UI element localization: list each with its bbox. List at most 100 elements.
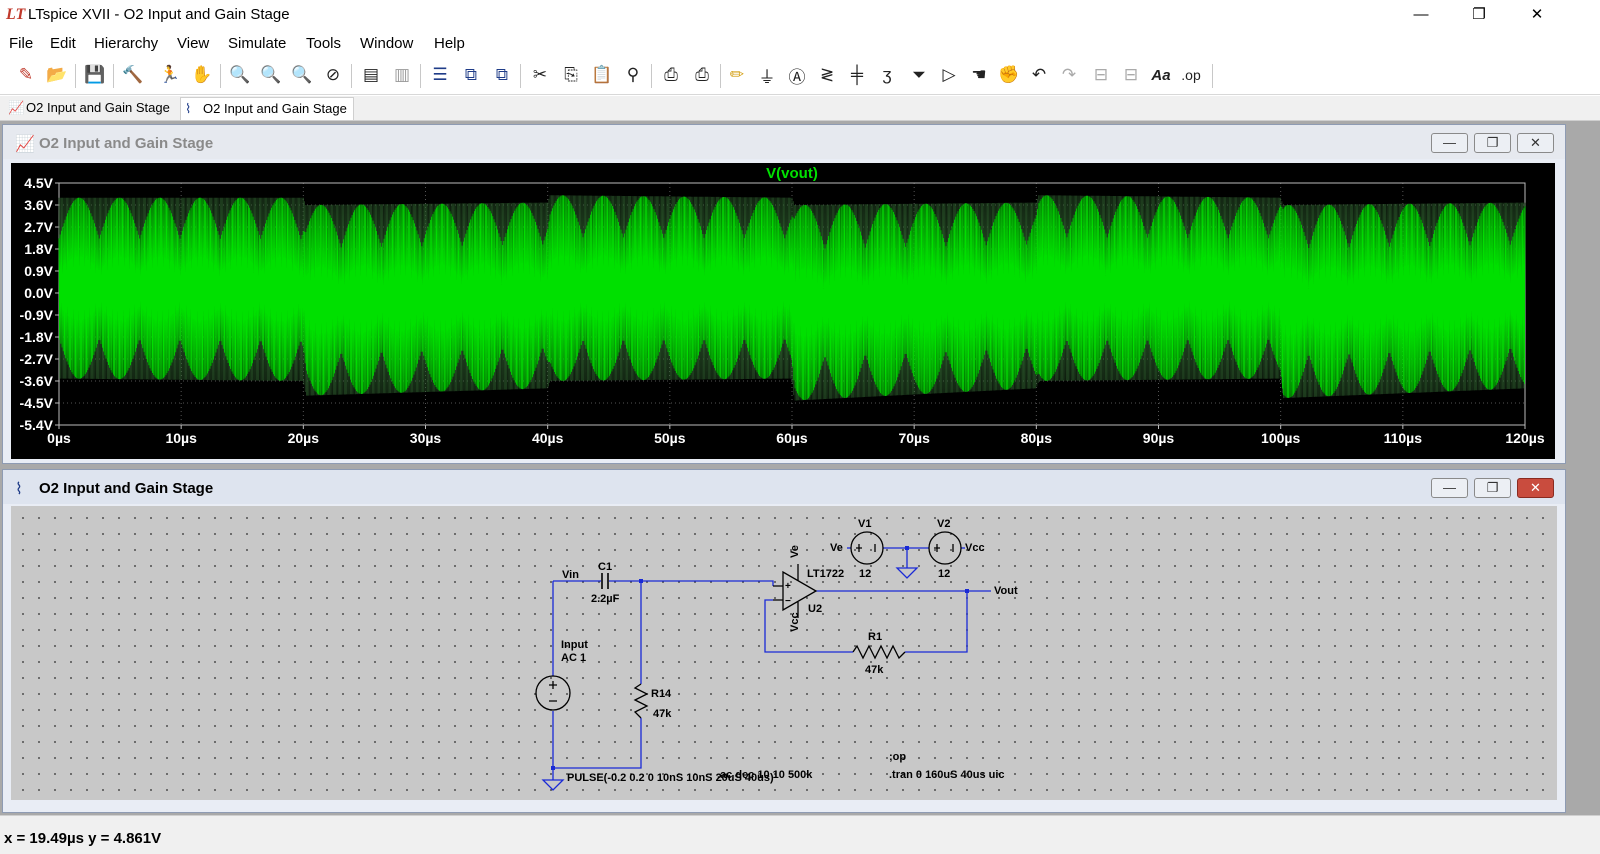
autorange-icon[interactable]: ▤ bbox=[362, 65, 380, 84]
input-source-value[interactable]: AC 1 bbox=[561, 652, 587, 664]
minimize-button[interactable]: — bbox=[1413, 6, 1429, 23]
zoom-pan-icon[interactable]: 🔍 bbox=[260, 65, 282, 84]
opamp-pin-ve[interactable]: Ve bbox=[789, 545, 801, 558]
spice-directive-icon[interactable]: .op bbox=[1181, 67, 1201, 83]
zoom-in-icon[interactable]: 🔍 bbox=[229, 65, 251, 84]
schematic-close-button[interactable]: ✕ bbox=[1517, 478, 1554, 498]
x-tick-label: 20µs bbox=[288, 430, 320, 446]
resistor-icon[interactable]: ≷ bbox=[819, 65, 835, 84]
plot-settings-icon[interactable]: ▥ bbox=[393, 65, 411, 84]
print-setup-icon[interactable]: ⎙ bbox=[664, 65, 678, 84]
find-icon[interactable]: ⚲ bbox=[626, 65, 640, 84]
v2-name[interactable]: V2 bbox=[937, 518, 951, 530]
ac-directive[interactable]: .ac dec 10 10 500k bbox=[717, 769, 813, 781]
tran-directive[interactable]: .tran 0 160uS 40us uic bbox=[889, 769, 1005, 781]
copy-icon[interactable]: ⎘ bbox=[564, 65, 578, 84]
net-label-vin[interactable]: Vin bbox=[562, 569, 579, 581]
inductor-icon[interactable]: ʒ bbox=[882, 65, 892, 84]
ground-icon[interactable]: ⏚ bbox=[758, 67, 776, 87]
r14-name[interactable]: R14 bbox=[651, 688, 672, 700]
undo-icon[interactable]: ↶ bbox=[1031, 65, 1047, 84]
menu-file[interactable]: File bbox=[9, 35, 34, 52]
x-tick-label: 50µs bbox=[654, 430, 686, 446]
mirror-icon[interactable]: ⊟ bbox=[1123, 65, 1139, 84]
diode-icon[interactable]: ⏷ bbox=[912, 65, 926, 84]
menu-view[interactable]: View bbox=[177, 35, 210, 52]
c1-name[interactable]: C1 bbox=[598, 561, 613, 573]
tile-vertical-icon[interactable]: ⧉ bbox=[464, 65, 478, 84]
component-icon[interactable]: ▷ bbox=[942, 65, 956, 84]
pulse-directive[interactable]: PULSE(-0.2 0.2 0 10nS 10nS 20uS 40us) bbox=[567, 772, 774, 784]
drag-icon[interactable]: ✊ bbox=[998, 65, 1020, 84]
menu-hierarchy[interactable]: Hierarchy bbox=[94, 35, 159, 52]
redo-icon[interactable]: ↷ bbox=[1061, 65, 1077, 84]
run-icon[interactable]: 🏃 bbox=[159, 65, 181, 84]
waveform-minimize-button[interactable]: — bbox=[1431, 133, 1468, 153]
y-tick-label: -0.9V bbox=[20, 307, 54, 323]
maximize-button[interactable]: ❐ bbox=[1472, 6, 1486, 23]
net-label-vcc[interactable]: Vcc bbox=[965, 542, 985, 554]
trace-vout[interactable] bbox=[58, 195, 1526, 401]
trace-label[interactable]: V(vout) bbox=[766, 165, 818, 182]
new-schematic-icon[interactable]: ✎ bbox=[18, 65, 34, 84]
capacitor-icon[interactable]: ╪ bbox=[850, 65, 864, 84]
menu-edit[interactable]: Edit bbox=[50, 35, 76, 52]
schematic-drawing: + − bbox=[535, 531, 991, 791]
y-tick-label: -3.6V bbox=[20, 373, 54, 389]
close-button[interactable]: ✕ bbox=[1530, 6, 1544, 23]
cascade-icon[interactable]: ⧉ bbox=[495, 65, 509, 84]
menu-window[interactable]: Window bbox=[360, 35, 414, 52]
menu-help[interactable]: Help bbox=[434, 35, 465, 52]
save-icon[interactable]: 💾 bbox=[84, 65, 106, 84]
net-label-vout[interactable]: Vout bbox=[994, 585, 1018, 597]
schematic-minimize-button[interactable]: — bbox=[1431, 478, 1468, 498]
v1-name[interactable]: V1 bbox=[858, 518, 872, 530]
op-directive[interactable]: ;op bbox=[889, 751, 907, 763]
tile-horizontal-icon[interactable]: ☰ bbox=[432, 65, 448, 84]
opamp-ref-name[interactable]: U2 bbox=[808, 603, 823, 615]
schematic-window-titlebar[interactable]: ⌇ O2 Input and Gain Stage — ❐ ✕ bbox=[3, 470, 1565, 504]
net-label-ve[interactable]: Ve bbox=[830, 542, 843, 554]
input-source-name[interactable]: Input bbox=[561, 639, 588, 651]
menu-tools[interactable]: Tools bbox=[306, 35, 342, 52]
open-icon[interactable]: 📂 bbox=[46, 65, 68, 84]
voltage-source-v1 bbox=[850, 531, 884, 565]
wire-icon[interactable]: ✏ bbox=[729, 65, 745, 84]
toolbar: ✎ 📂 💾 🔨 🏃 ✋ 🔍 🔍 🔍 ⊘ ▤ ▥ ☰ ⧉ ⧉ ✂ ⎘ 📋 ⚲ ⎙ … bbox=[0, 58, 1600, 95]
r1-name[interactable]: R1 bbox=[868, 631, 883, 643]
resistor-r14 bbox=[633, 683, 649, 719]
zoom-out-icon[interactable]: 🔍 bbox=[291, 65, 313, 84]
zoom-fit-icon[interactable]: ⊘ bbox=[325, 65, 341, 84]
print-icon[interactable]: ⎙ bbox=[695, 65, 709, 84]
opamp-pin-vcc[interactable]: Vcc bbox=[789, 612, 801, 632]
v1-value[interactable]: 12 bbox=[859, 568, 872, 580]
control-panel-icon[interactable]: 🔨 bbox=[122, 65, 144, 84]
waveform-window-titlebar[interactable]: 📈 O2 Input and Gain Stage — ❐ ✕ bbox=[3, 125, 1565, 159]
x-tick-label: 100µs bbox=[1261, 430, 1300, 446]
menu-simulate[interactable]: Simulate bbox=[228, 35, 287, 52]
schematic-maximize-button[interactable]: ❐ bbox=[1474, 478, 1511, 498]
label-icon[interactable]: Ⓐ bbox=[788, 67, 806, 87]
cut-icon[interactable]: ✂ bbox=[532, 65, 548, 84]
r1-value[interactable]: 47k bbox=[865, 664, 884, 676]
schematic-canvas[interactable]: + − Vin C1 2.2µF Input AC 1 R14 47k R1 4… bbox=[11, 506, 1557, 800]
tab-schematic[interactable]: ⌇ O2 Input and Gain Stage bbox=[180, 97, 354, 120]
schematic-window-title: O2 Input and Gain Stage bbox=[39, 480, 214, 497]
cursor-readout: x = 19.49µs y = 4.861V bbox=[4, 830, 162, 847]
move-icon[interactable]: ☚ bbox=[971, 65, 987, 84]
paste-icon[interactable]: 📋 bbox=[591, 65, 613, 84]
rotate-icon[interactable]: ⊟ bbox=[1093, 65, 1109, 84]
x-tick-label: 10µs bbox=[165, 430, 197, 446]
opamp-part-name[interactable]: LT1722 bbox=[807, 568, 845, 580]
waveform-close-button[interactable]: ✕ bbox=[1517, 133, 1554, 153]
y-tick-label: 1.8V bbox=[24, 241, 53, 257]
c1-value[interactable]: 2.2µF bbox=[591, 593, 620, 605]
text-icon[interactable]: Aa bbox=[1151, 66, 1171, 84]
v2-value[interactable]: 12 bbox=[938, 568, 951, 580]
waveform-maximize-button[interactable]: ❐ bbox=[1474, 133, 1511, 153]
halt-icon[interactable]: ✋ bbox=[191, 65, 213, 84]
tab-waveform[interactable]: 📈 O2 Input and Gain Stage bbox=[4, 97, 176, 119]
r14-value[interactable]: 47k bbox=[653, 708, 672, 720]
